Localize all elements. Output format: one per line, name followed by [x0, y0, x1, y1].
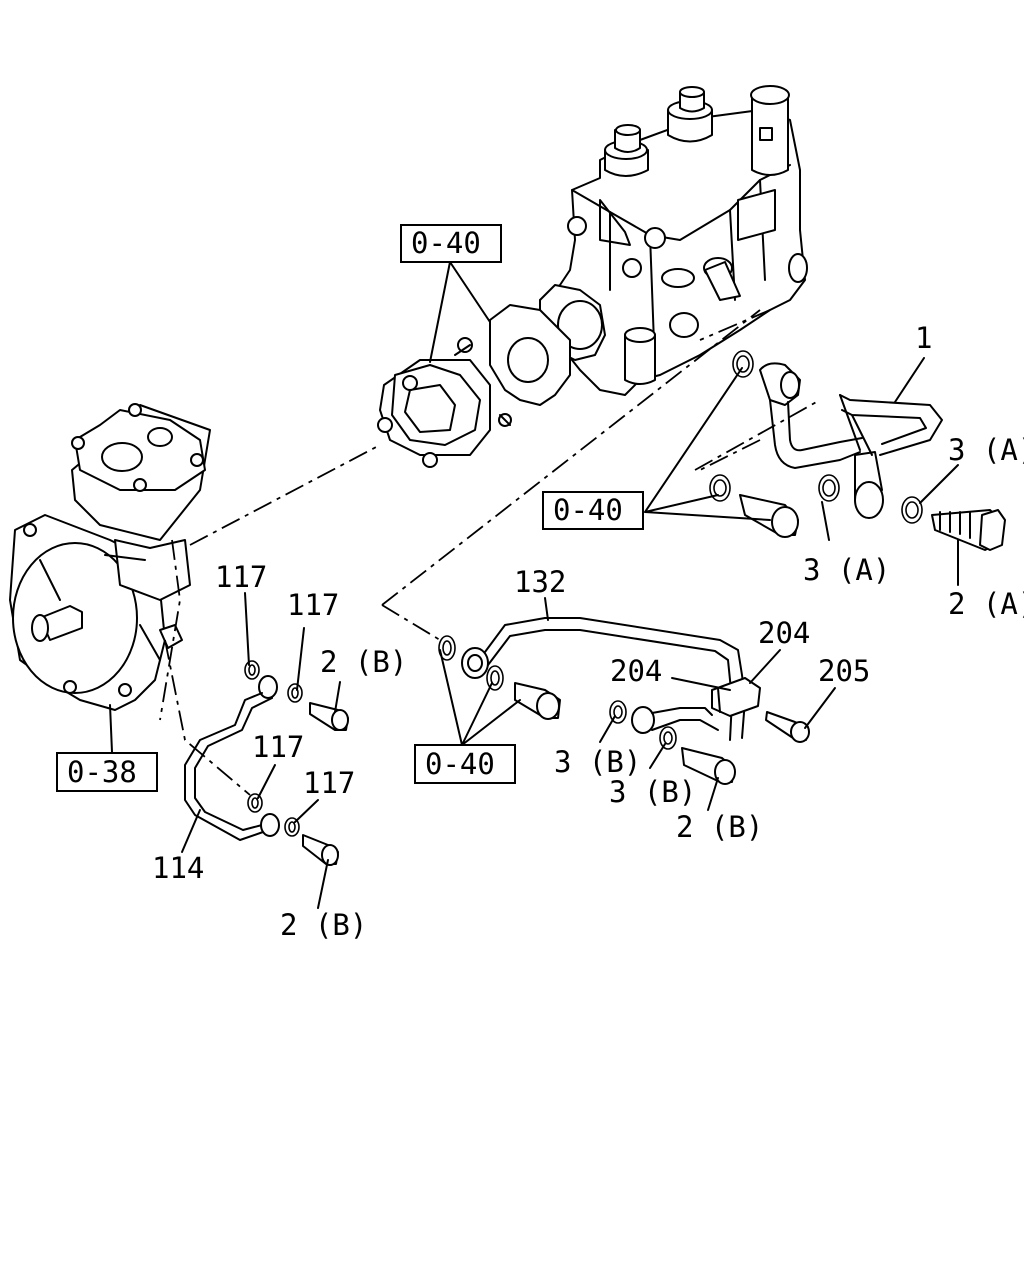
part-label-1: 1: [915, 321, 932, 355]
part-label-3b-right: 3 (B): [609, 775, 696, 809]
part-label-2b-upper: 2 (B): [320, 645, 407, 679]
pipe-1-drawing: [694, 309, 1006, 551]
part-labels: 1 3 (A) 3 (A) 2 (A) 132 204 204 205 117 …: [152, 321, 1024, 942]
part-label-132: 132: [514, 565, 566, 599]
compressor-drawing: [9, 403, 211, 711]
ref-label-0-40-right: 0-40: [553, 493, 623, 527]
ref-box-0-38: [56, 752, 158, 792]
part-label-3a-upper: 3 (A): [948, 433, 1024, 467]
ref-label-0-38: 0-38: [67, 755, 137, 789]
leader-lines: [109, 261, 959, 909]
ref-box-0-40-top: [400, 224, 502, 263]
part-label-2b-lower: 2 (B): [280, 908, 367, 942]
injection-pump-drawing: [539, 85, 808, 396]
ref-box-0-40-bottom: [414, 744, 516, 784]
part-label-204-upper: 204: [758, 616, 810, 650]
coupling-parts-drawing: [377, 304, 571, 468]
part-label-117-a: 117: [215, 560, 267, 594]
ref-box-0-40-right: [542, 491, 644, 530]
pipe-114-drawing: [184, 660, 349, 866]
part-label-2b-right: 2 (B): [676, 810, 763, 844]
part-label-117-b: 117: [287, 588, 339, 622]
part-label-117-c: 117: [252, 730, 304, 764]
ref-label-0-40-bottom: 0-40: [425, 747, 495, 781]
ref-label-0-40-top: 0-40: [411, 226, 481, 260]
part-label-205: 205: [818, 654, 870, 688]
center-lines: [159, 309, 761, 796]
part-label-204-left: 204: [610, 654, 662, 688]
pipe-132-drawing: [438, 617, 810, 785]
part-label-117-d: 117: [303, 766, 355, 800]
part-label-2a: 2 (A): [948, 587, 1024, 621]
reference-boxes: 0-40 0-40 0-40 0-38: [56, 224, 644, 792]
part-label-3a-lower: 3 (A): [803, 553, 890, 587]
part-label-3b-left: 3 (B): [554, 745, 641, 779]
part-label-114: 114: [152, 851, 204, 885]
